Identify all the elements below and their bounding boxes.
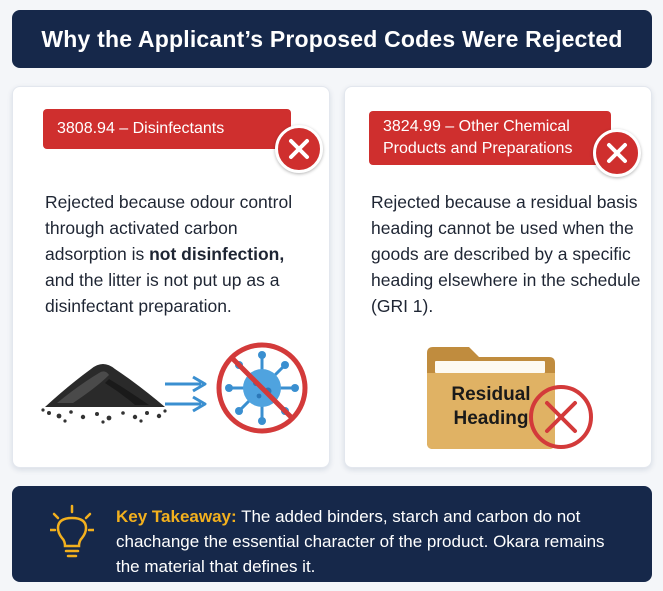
key-takeaway-text: Key Takeaway: The added binders, starch … — [116, 504, 626, 579]
code-label-other-chemical: 3824.99 – Other Chemical Products and Pr… — [369, 111, 611, 165]
page-title: Why the Applicant’s Proposed Codes Were … — [41, 25, 623, 52]
folder-icon: Residual Heading — [423, 343, 559, 451]
key-takeaway-label: Key Takeaway: — [116, 507, 237, 526]
crossed-virus-icon — [216, 342, 308, 434]
title-banner: Why the Applicant’s Proposed Codes Were … — [12, 10, 652, 68]
x-circle-icon — [275, 125, 323, 173]
folder-label-line2: Heading — [453, 408, 529, 429]
lightbulb-icon — [50, 504, 94, 558]
disinfectants-rejection-text: Rejected because odour control through a… — [45, 192, 293, 316]
x-circle-outline-icon — [529, 385, 593, 449]
key-takeaway-banner: Key Takeaway: The added binders, starch … — [12, 486, 652, 582]
other-chemical-card: 3824.99 – Other Chemical Products and Pr… — [344, 86, 652, 468]
disinfectants-card: 3808.94 – Disinfectants Rejected because… — [12, 86, 330, 468]
key-takeaway-body: The added binders, starch and carbon do … — [116, 507, 605, 576]
code-label-disinfectants: 3808.94 – Disinfectants — [43, 109, 291, 149]
folder-label-line1: Residual — [451, 384, 531, 405]
arrows-icon — [165, 375, 207, 413]
bold-phrase: not disinfection, — [149, 244, 285, 264]
x-circle-icon — [593, 129, 641, 177]
carbon-pile-icon — [41, 364, 167, 424]
other-chemical-rejection-text: Rejected because a residual basis headin… — [371, 192, 641, 316]
